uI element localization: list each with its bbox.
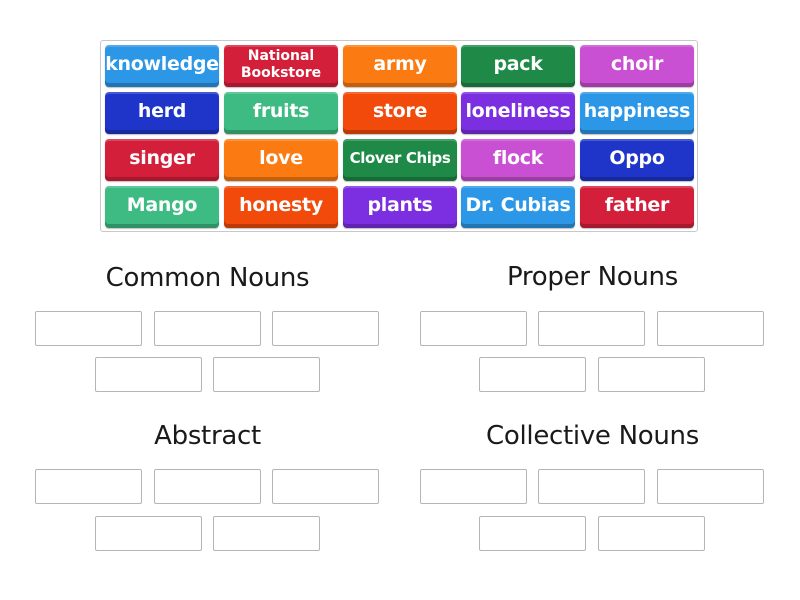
word-tile-army[interactable]: army [343,45,457,87]
word-tile-dr-cubias[interactable]: Dr. Cubias [461,186,575,228]
drop-slot-common-nouns-4[interactable] [95,357,202,392]
word-tile-happiness[interactable]: happiness [580,92,694,134]
word-tile-plants[interactable]: plants [343,186,457,228]
word-tile-herd[interactable]: herd [105,92,219,134]
word-tile-flock[interactable]: flock [461,139,575,181]
drop-slot-common-nouns-2[interactable] [154,311,261,346]
word-tile-knowledge[interactable]: knowledge [105,45,219,87]
drop-slot-common-nouns-3[interactable] [272,311,379,346]
drop-slot-collective-nouns-2[interactable] [538,469,645,504]
word-tile-father[interactable]: father [580,186,694,228]
word-tile-mango[interactable]: Mango [105,186,219,228]
drop-slot-collective-nouns-4[interactable] [479,516,586,551]
drop-slot-common-nouns-1[interactable] [35,311,142,346]
word-tile-store[interactable]: store [343,92,457,134]
drop-slot-proper-nouns-5[interactable] [598,357,705,392]
drop-slot-collective-nouns-3[interactable] [657,469,764,504]
word-tile-choir[interactable]: choir [580,45,694,87]
group-heading-abstract: Abstract [154,421,261,451]
word-tile-pack[interactable]: pack [461,45,575,87]
drop-slot-abstract-5[interactable] [213,516,320,551]
word-tile-loneliness[interactable]: loneliness [461,92,575,134]
word-tile-clover-chips[interactable]: Clover Chips [343,139,457,181]
group-heading-common-nouns: Common Nouns [105,263,310,293]
drop-slot-common-nouns-5[interactable] [213,357,320,392]
drop-slot-collective-nouns-1[interactable] [420,469,527,504]
drop-slot-collective-nouns-5[interactable] [598,516,705,551]
drop-slot-proper-nouns-2[interactable] [538,311,645,346]
group-heading-collective-nouns: Collective Nouns [486,421,699,451]
word-tile-love[interactable]: love [224,139,338,181]
word-tile-oppo[interactable]: Oppo [580,139,694,181]
group-heading-proper-nouns: Proper Nouns [507,262,678,292]
word-tile-fruits[interactable]: fruits [224,92,338,134]
drop-slot-proper-nouns-4[interactable] [479,357,586,392]
word-tile-honesty[interactable]: honesty [224,186,338,228]
drop-slot-abstract-2[interactable] [154,469,261,504]
drop-slot-abstract-3[interactable] [272,469,379,504]
drop-slot-proper-nouns-1[interactable] [420,311,527,346]
drop-slot-abstract-4[interactable] [95,516,202,551]
drop-slot-abstract-1[interactable] [35,469,142,504]
drop-slot-proper-nouns-3[interactable] [657,311,764,346]
word-tile-singer[interactable]: singer [105,139,219,181]
